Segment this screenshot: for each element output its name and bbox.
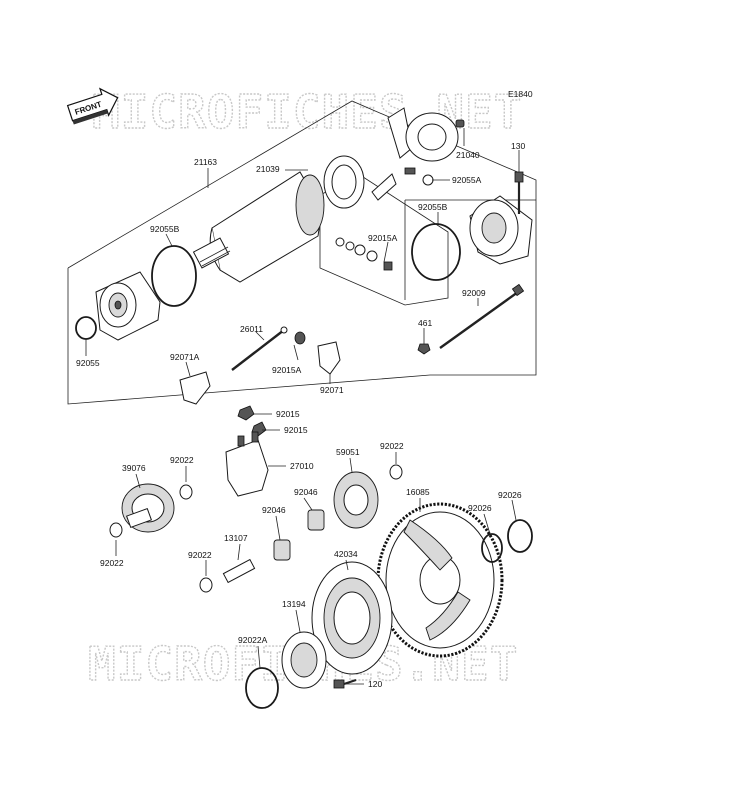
through-bolt-92009-part	[439, 283, 525, 349]
label-92026-a: 92026	[468, 503, 492, 513]
front-cover-part	[95, 271, 161, 341]
washer-92022-b	[109, 522, 123, 538]
label-21163: 21163	[194, 157, 217, 167]
o-ring-92055B-left	[151, 245, 197, 307]
washer-92026-a-part	[481, 533, 503, 563]
gear-39076-part	[121, 483, 175, 533]
nut-92015-a-part	[237, 405, 255, 421]
washer-92022-d	[389, 464, 403, 480]
label-13107: 13107	[224, 533, 248, 543]
label-92022-c: 92022	[188, 550, 212, 560]
label-42034: 42034	[334, 549, 358, 559]
label-59051: 59051	[336, 447, 360, 457]
washer-92022A-part	[245, 667, 279, 709]
bolt-120-part	[333, 679, 357, 689]
label-92055B-left: 92055B	[150, 224, 180, 234]
front-arrow-icon: FRONT	[66, 87, 119, 125]
leader-lines	[85, 128, 520, 685]
label-13194: 13194	[282, 599, 306, 609]
label-92026-b: 92026	[498, 490, 522, 500]
end-plate-part	[405, 112, 465, 162]
cable-26011-part	[231, 326, 288, 371]
washer-92026-b-part	[507, 519, 533, 553]
label-92022A: 92022A	[238, 635, 268, 645]
label-92055A: 92055A	[452, 175, 482, 185]
shaft-13107-part	[222, 558, 256, 584]
label-26011: 26011	[240, 324, 263, 334]
label-92015-a: 92015	[276, 409, 300, 419]
one-way-clutch-42034-part	[311, 561, 393, 675]
cap-92071-part	[317, 341, 341, 375]
label-92015-b: 92015	[284, 425, 308, 435]
washer-stack-92015A	[335, 237, 393, 271]
o-ring-92055B-right	[411, 223, 461, 281]
label-92022-b: 92022	[100, 558, 124, 568]
nut-92015A-mid-part	[294, 331, 306, 345]
washer-92022-c	[199, 577, 213, 593]
label-92071A: 92071A	[170, 352, 200, 362]
nut-461-part	[417, 343, 431, 355]
label-21039: 21039	[256, 164, 280, 174]
label-92046-a: 92046	[262, 505, 286, 515]
label-92055: 92055	[76, 358, 100, 368]
gear-59051-part	[333, 471, 379, 529]
label-92071: 92071	[320, 385, 344, 395]
label-461: 461	[418, 318, 432, 328]
label-92022-d: 92022	[380, 441, 404, 451]
rear-housing-part	[469, 195, 533, 265]
part-labels: 21163 21039 21040 130 92055A 92055B 9205…	[76, 141, 525, 689]
watermark-top: MICROFICHES.NET	[92, 85, 522, 139]
label-21040: 21040	[456, 150, 480, 160]
clutch-gear-16085-part	[376, 502, 504, 658]
label-92009: 92009	[462, 288, 486, 298]
label-16085: 16085	[406, 487, 430, 497]
label-92055B-top: 92055B	[418, 202, 448, 212]
diagram-code: E1840	[508, 89, 533, 99]
label-92015A-top: 92015A	[368, 233, 398, 243]
assembly-frame	[67, 100, 537, 405]
label-92046-b: 92046	[294, 487, 318, 497]
washer-92022-a	[179, 484, 193, 500]
yoke-body-part	[192, 171, 325, 283]
label-130: 130	[511, 141, 525, 151]
label-120: 120	[368, 679, 382, 689]
label-92022-a: 92022	[170, 455, 194, 465]
bearing-92046-a-part	[273, 539, 291, 561]
bearing-92046-b-part	[307, 509, 325, 531]
o-ring-92055A	[422, 174, 434, 186]
cap-92071A-part	[179, 371, 211, 405]
label-92015A-mid: 92015A	[272, 365, 302, 375]
relay-27010-part	[225, 431, 269, 497]
o-ring-92055	[75, 316, 97, 340]
label-27010: 27010	[290, 461, 314, 471]
clutch-hub-13194-part	[281, 631, 327, 689]
label-39076: 39076	[122, 463, 146, 473]
